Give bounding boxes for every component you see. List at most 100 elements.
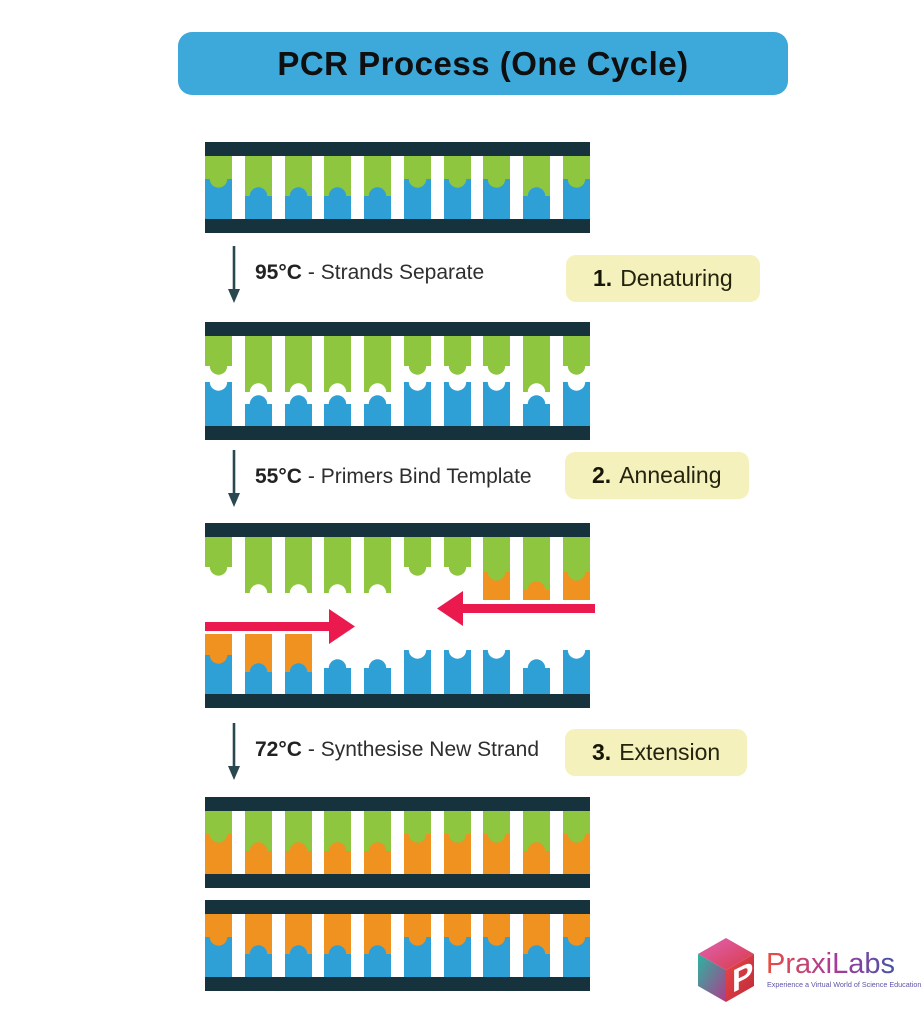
reverse-primer-arrow	[437, 591, 595, 626]
dna-backbone-bottom	[205, 219, 590, 233]
page-title: PCR Process (One Cycle)	[277, 44, 689, 82]
dna-base-bottom	[444, 382, 471, 426]
dna-backbone-top	[205, 322, 590, 336]
dna-product-1	[205, 797, 590, 888]
badge-number: 1.	[593, 265, 613, 291]
badge-denaturing: 1. Denaturing	[566, 255, 760, 302]
dna-base-pair	[444, 811, 471, 874]
badge-annealing: 2. Annealing	[565, 452, 749, 499]
dna-base-with-primer-top	[563, 537, 590, 600]
dna-base-with-primer-bottom	[285, 634, 312, 694]
dna-base-bottom	[205, 382, 232, 426]
step-extension-row: 72°C- Synthesise New Strand	[225, 722, 539, 780]
dna-base-pair	[563, 914, 590, 977]
down-arrow-icon	[228, 450, 240, 507]
dna-base-pair	[205, 811, 232, 874]
temperature-value: 55°C	[255, 465, 302, 488]
dna-base-top	[245, 537, 272, 593]
dna-base-bottom	[563, 650, 590, 694]
dna-base-top	[324, 336, 351, 392]
dna-base-pair	[404, 156, 431, 219]
temperature-value: 95°C	[255, 261, 302, 284]
praxilabs-logo-graphic: P PraxiLabs Experience a Virtual World o…	[698, 938, 921, 1002]
dna-base-top	[444, 537, 471, 576]
down-arrow-icon	[228, 723, 240, 780]
dna-base-pair	[444, 914, 471, 977]
dna-base-bottom	[245, 395, 272, 426]
dna-base-top	[285, 336, 312, 392]
dna-base-bottom	[324, 659, 351, 694]
dna-backbone-bottom	[205, 874, 590, 888]
dna-base-pair	[523, 914, 550, 977]
dna-base-pair	[404, 811, 431, 874]
dna-backbone-bottom	[205, 694, 590, 708]
dna-base-pair	[324, 811, 351, 874]
badge-number: 2.	[592, 462, 612, 488]
step-denaturing-text: 95°C- Strands Separate	[255, 245, 484, 301]
brand-tagline: Experience a Virtual World of Science Ed…	[767, 980, 921, 989]
badge-label: Annealing	[619, 462, 722, 488]
dna-template-duplex	[205, 142, 590, 233]
praxilabs-logo: P PraxiLabs Experience a Virtual World o…	[686, 930, 922, 1014]
step-annealing-text: 55°C- Primers Bind Template	[255, 449, 532, 505]
step-description: - Strands Separate	[307, 261, 485, 284]
dna-base-bottom	[483, 382, 510, 426]
dna-base-pair	[205, 156, 232, 219]
dna-backbone-top	[205, 900, 590, 914]
badge-label: Denaturing	[620, 265, 733, 291]
dna-base-bottom	[483, 650, 510, 694]
dna-base-pair	[205, 914, 232, 977]
dna-base-pair	[483, 156, 510, 219]
dna-backbone-bottom	[205, 426, 590, 440]
cube-letter-p: P	[732, 954, 753, 1000]
dna-base-bottom	[285, 395, 312, 426]
dna-base-bottom	[444, 650, 471, 694]
step-description: - Synthesise New Strand	[307, 738, 540, 761]
dna-base-pair	[563, 811, 590, 874]
dna-base-bottom	[404, 382, 431, 426]
badge-label: Extension	[619, 739, 721, 765]
dna-base-bottom	[324, 395, 351, 426]
dna-base-top	[483, 336, 510, 375]
dna-base-pair	[563, 156, 590, 219]
dna-denatured-strands	[205, 322, 590, 440]
dna-base-pair	[364, 156, 391, 219]
dna-base-top	[563, 336, 590, 375]
step-extension-text: 72°C- Synthesise New Strand	[255, 722, 539, 778]
dna-base-pair	[483, 914, 510, 977]
dna-base-top	[285, 537, 312, 593]
dna-base-top	[444, 336, 471, 375]
dna-base-pair	[245, 156, 272, 219]
dna-base-pair	[523, 156, 550, 219]
dna-base-top	[205, 537, 232, 576]
dna-base-pair	[245, 811, 272, 874]
forward-primer-arrow	[205, 609, 355, 644]
dna-base-top	[364, 336, 391, 392]
cube-icon: P	[698, 938, 754, 1002]
dna-base-pair	[285, 914, 312, 977]
dna-base-top	[404, 537, 431, 576]
dna-base-top	[364, 537, 391, 593]
dna-base-pair	[364, 914, 391, 977]
dna-base-pair	[285, 811, 312, 874]
dna-base-pair	[404, 914, 431, 977]
dna-base-bottom	[523, 395, 550, 426]
dna-backbone-top	[205, 523, 590, 537]
dna-base-with-primer-bottom	[205, 634, 232, 694]
dna-base-with-primer-bottom	[245, 634, 272, 694]
dna-base-pair	[523, 811, 550, 874]
dna-base-top	[523, 336, 550, 392]
dna-base-pair	[324, 914, 351, 977]
dna-base-bottom	[364, 395, 391, 426]
dna-backbone-top	[205, 142, 590, 156]
dna-base-top	[404, 336, 431, 375]
temperature-value: 72°C	[255, 738, 302, 761]
dna-backbone-bottom	[205, 977, 590, 991]
step-annealing-row: 55°C- Primers Bind Template	[225, 449, 532, 507]
dna-base-pair	[285, 156, 312, 219]
dna-base-top	[245, 336, 272, 392]
dna-base-pair	[483, 811, 510, 874]
down-arrow-icon	[228, 246, 240, 303]
dna-base-pair	[364, 811, 391, 874]
dna-backbone-top	[205, 797, 590, 811]
